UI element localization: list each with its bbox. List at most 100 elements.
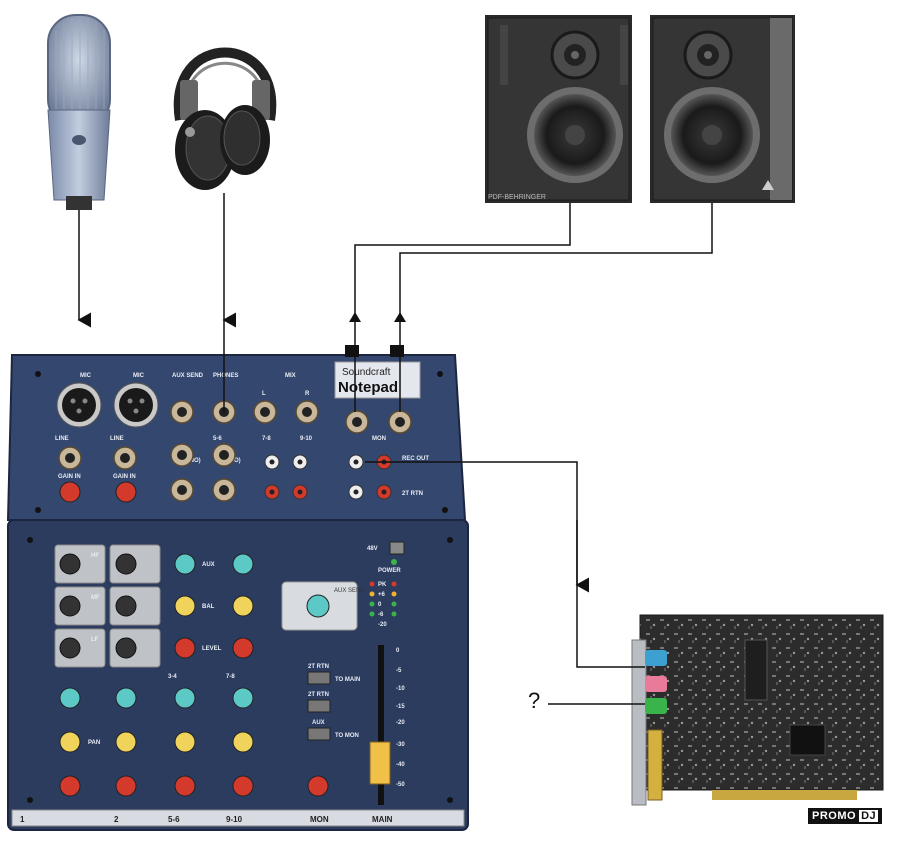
label-2t-rtn: 2T RTN [402,491,423,497]
meter-minus20: -20 [378,622,387,628]
label-pan: PAN [88,740,100,746]
watermark-promo: PROMO [812,810,857,822]
xlr-input-1[interactable] [56,382,102,428]
button-2t-rtn-to-mon[interactable] [307,699,331,713]
level-knob[interactable] [59,775,81,797]
fader-30: -30 [396,742,405,748]
aux-knob[interactable] [232,553,254,575]
label-7-8: 7-8 [262,436,271,442]
fader-40: -40 [396,762,405,768]
fader-15: -15 [396,704,405,710]
label-hf: HF [91,553,99,559]
label-mix-r: R [305,391,310,397]
strip-label-1: 1 [20,815,25,824]
fader-10: -10 [396,686,405,692]
mon-level-knob[interactable] [307,775,329,797]
mixer-model: Notepad [338,379,398,396]
label-mic-1: MIC [80,373,92,379]
bal-knob[interactable] [174,595,196,617]
bal-knob[interactable] [174,731,196,753]
gain-knob-1[interactable] [59,481,81,503]
label-to-mon: TO MON [335,733,359,739]
level-knob[interactable] [232,637,254,659]
xlr-input-2[interactable] [113,382,159,428]
label-mon: MON [372,436,386,442]
meter-pk: PK [378,582,387,588]
speaker-left-cable [354,203,571,412]
button-aux-to-mon[interactable] [307,727,331,741]
pan-knob[interactable] [115,731,137,753]
phantom-power-button[interactable] [389,541,405,555]
label-power: POWER [378,568,401,574]
fader-50: -50 [396,782,405,788]
microphone-icon [47,14,111,210]
question-mark: ? [528,688,541,713]
strip-label-9-10: 9-10 [226,815,243,824]
eq-knobs[interactable] [59,553,137,659]
mixer-brand: Soundcraft [342,367,391,378]
meter-minus6: -6 [378,612,384,618]
meter-0: 0 [378,602,382,608]
sound-card-icon [631,614,884,806]
label-mf: MF [91,595,100,601]
pan-knob[interactable] [59,731,81,753]
strip-label-main: MAIN [372,815,393,824]
button-2t-rtn-to-main[interactable] [307,671,331,685]
label-aux: AUX [202,562,215,568]
label-bal: BAL [202,604,215,610]
bal-knob[interactable] [232,595,254,617]
label-rec-out: REC OUT [402,456,429,462]
aux-knob[interactable] [174,687,196,709]
label-aux-send: AUX SEND [172,373,204,379]
btn-label-3: AUX [312,720,325,726]
label-mic-2: MIC [133,373,145,379]
cables [77,193,713,705]
mixer: Soundcraft Notepad MIC MIC AUX SEND PHON… [6,345,469,831]
fader-5: -5 [396,668,402,674]
fader-20: -20 [396,720,405,726]
meter-plus6: +6 [378,592,386,598]
gain-knob-2[interactable] [115,481,137,503]
label-3-4: 3-4 [168,674,177,680]
btn-label-1: 2T RTN [308,664,329,670]
label-mix-l: L [262,391,266,397]
speaker-caption: PDF-BEHRINGER [488,194,546,201]
label-5-6: 5-6 [213,436,222,442]
main-fader[interactable] [369,741,391,785]
level-knob[interactable] [174,775,196,797]
aux-knob[interactable] [59,687,81,709]
label-level: LEVEL [202,646,222,652]
label-aux-send-master: AUX SEND [334,588,365,594]
fader-0: 0 [396,648,400,654]
label-7-8-lower: 7-8 [226,674,235,680]
level-knob[interactable] [115,775,137,797]
headphones-icon [173,47,277,190]
strip-label-5-6: 5-6 [168,815,180,824]
level-knob[interactable] [174,637,196,659]
studio-monitor-icon: PDF-BEHRINGER [485,15,632,203]
strip-label-mon: MON [310,815,329,824]
aux-knob[interactable] [232,687,254,709]
watermark-dj: DJ [859,810,879,822]
label-line-2: LINE [110,436,124,442]
speaker-right-cable [399,203,713,412]
label-gain-1: GAIN IN [58,474,81,480]
studio-monitor-icon [650,15,795,203]
label-lf: LF [91,637,99,643]
btn-label-2: 2T RTN [308,692,329,698]
label-to-main: TO MAIN [335,677,360,683]
bal-knob[interactable] [232,731,254,753]
label-line-1: LINE [55,436,69,442]
label-gain-2: GAIN IN [113,474,136,480]
label-48v: 48V [367,546,378,552]
aux-knob[interactable] [174,553,196,575]
aux-knob[interactable] [115,687,137,709]
label-mix: MIX [285,373,296,379]
label-phones: PHONES [213,373,238,379]
level-knob[interactable] [232,775,254,797]
label-9-10: 9-10 [300,436,313,442]
strip-label-2: 2 [114,815,119,824]
aux-send-master-knob[interactable] [306,594,330,618]
